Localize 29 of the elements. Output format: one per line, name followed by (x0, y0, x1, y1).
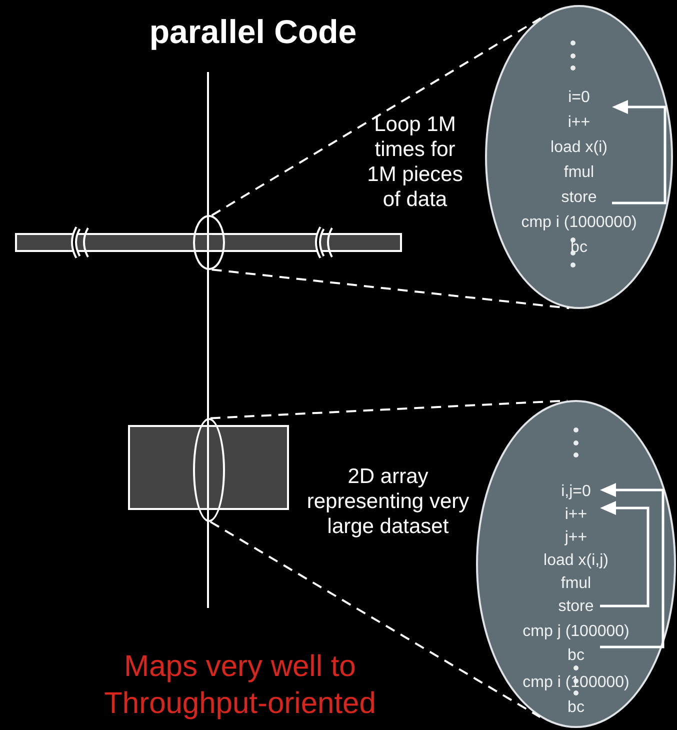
code-line: fmul (560, 574, 592, 594)
code-line: bc (566, 646, 586, 666)
code-line: j++ (564, 528, 588, 548)
annotation-text: 2D array representing very large dataset (306, 464, 470, 539)
code-line: cmp j (100000) (522, 622, 630, 642)
code-line: store (557, 597, 595, 617)
zoom-ellipse (193, 418, 225, 522)
code-line: bc (570, 238, 588, 258)
annotation-text: Loop 1M times for 1M pieces of data (366, 112, 464, 212)
code-line: i++ (564, 505, 588, 525)
zoom-guide-line (211, 17, 542, 216)
zoom-ellipse (193, 215, 225, 270)
annotation-text: Maps very well to Throughput-oriented (103, 649, 377, 722)
zoom-guide-line (210, 400, 568, 420)
code-line: cmp i (100000) (522, 673, 630, 693)
code-line: load x(i,j) (542, 551, 610, 571)
code-line: i,j=0 (560, 482, 592, 502)
code-line: store (560, 188, 598, 208)
code-line: load x(i) (550, 138, 608, 158)
zoom-guide-line (212, 268, 570, 310)
code-line: fmul (562, 163, 596, 183)
code-line: bc (566, 698, 586, 718)
zoom-guide-line (210, 520, 541, 718)
code-line: i=0 (567, 88, 591, 108)
title: parallel Code (148, 12, 358, 52)
code-line: i++ (566, 113, 592, 133)
data-strip (15, 233, 402, 252)
code-line: cmp i (1000000) (520, 213, 638, 233)
data-array-block (128, 425, 289, 510)
